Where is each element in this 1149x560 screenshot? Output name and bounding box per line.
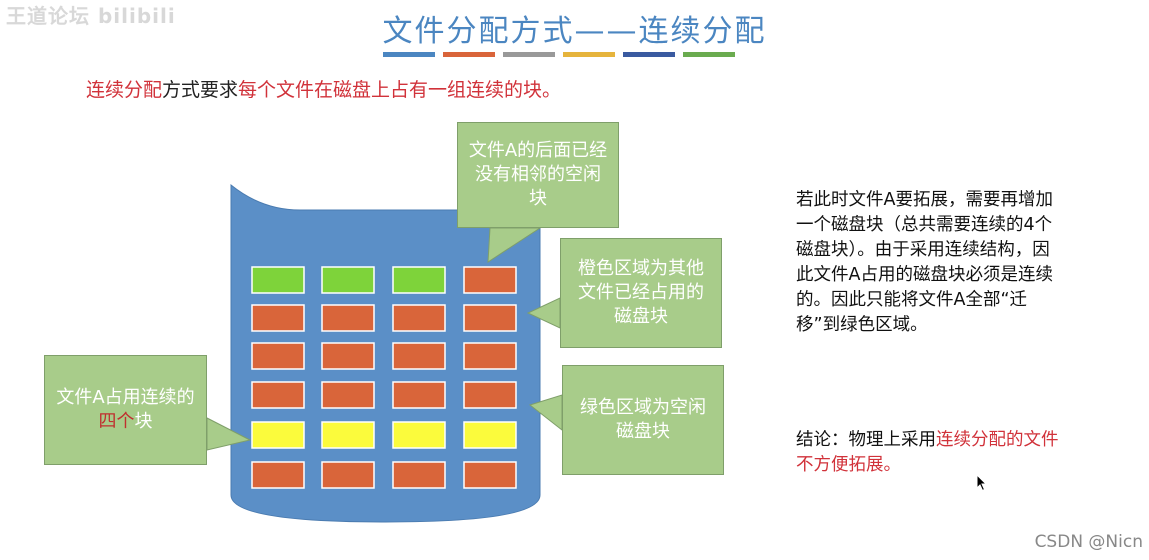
intro-text: 连续分配方式要求每个文件在磁盘上占有一组连续的块。 [86, 75, 561, 102]
color-bar [503, 52, 555, 57]
callout-pointer-top [487, 227, 542, 263]
color-bar [443, 52, 495, 57]
disk-cylinder [230, 183, 541, 523]
callout-text: 文件A占用连续的四个块 [55, 386, 196, 434]
disk-blocks [251, 266, 517, 489]
callout-file-a: 文件A占用连续的四个块 [44, 355, 207, 465]
csdn-watermark: CSDN @Nicn [1034, 532, 1143, 552]
disk-block-file-a [392, 421, 446, 449]
explanation-text: 若此时文件A要拓展，需要再增加一个磁盘块（总共需要连续的4个磁盘块）。由于采用连… [796, 190, 1053, 335]
color-bar [563, 52, 615, 57]
disk-block-used [392, 342, 446, 370]
disk-block-used [251, 381, 305, 409]
disk-block-used [463, 304, 517, 332]
conclusion-highlight: 连续分配的文件不方便拓展。 [796, 430, 1059, 475]
disk-block-free [251, 266, 305, 294]
disk-block-used [251, 304, 305, 332]
color-bar [383, 52, 435, 57]
disk-block-used [251, 461, 305, 489]
disk-block-used [463, 266, 517, 294]
disk-block-used [392, 381, 446, 409]
conclusion-text: 结论：物理上采用连续分配的文件不方便拓展。 [796, 428, 1066, 478]
callout-orange-used: 橙色区域为其他文件已经占用的磁盘块 [560, 238, 722, 348]
disk-block-used [321, 461, 375, 489]
disk-block-used [321, 342, 375, 370]
disk-block-used [392, 304, 446, 332]
disk-block-used [463, 381, 517, 409]
callout-text: 绿色区域为空闲磁盘块 [580, 397, 706, 442]
watermark-logo: 王道论坛 bilibili [6, 4, 176, 28]
conclusion-plain: 结论：物理上采用 [796, 430, 936, 450]
callout-no-adjacent-free: 文件A的后面已经没有相邻的空闲块 [457, 122, 619, 228]
disk-block-used [463, 342, 517, 370]
disk-block-free [321, 266, 375, 294]
disk-block-file-a [463, 421, 517, 449]
disk-block-file-a [321, 421, 375, 449]
color-bar [623, 52, 675, 57]
intro-highlight-1: 连续分配 [86, 79, 163, 101]
mouse-cursor-icon [976, 474, 988, 492]
callout-text: 文件A的后面已经没有相邻的空闲块 [468, 140, 608, 209]
callout-text-part: 文件A占用连续的 [56, 387, 195, 408]
callout-text: 橙色区域为其他文件已经占用的磁盘块 [578, 258, 704, 327]
disk-block-file-a [251, 421, 305, 449]
callout-text-part: 块 [134, 411, 153, 432]
disk-block-free [392, 266, 446, 294]
disk-block-used [251, 342, 305, 370]
intro-plain: 方式要求 [162, 79, 239, 101]
disk-block-used [392, 461, 446, 489]
callout-green-free: 绿色区域为空闲磁盘块 [562, 365, 724, 475]
callout-pointer-left [206, 417, 252, 451]
color-bar [683, 52, 735, 57]
intro-highlight-2: 每个文件在磁盘上占有一组连续的块。 [238, 79, 562, 101]
disk-block-used [321, 304, 375, 332]
disk-block-used [321, 381, 375, 409]
disk-block-used [463, 461, 517, 489]
page-title: 文件分配方式——连续分配 [382, 14, 767, 49]
callout-highlight: 四个 [98, 411, 135, 432]
